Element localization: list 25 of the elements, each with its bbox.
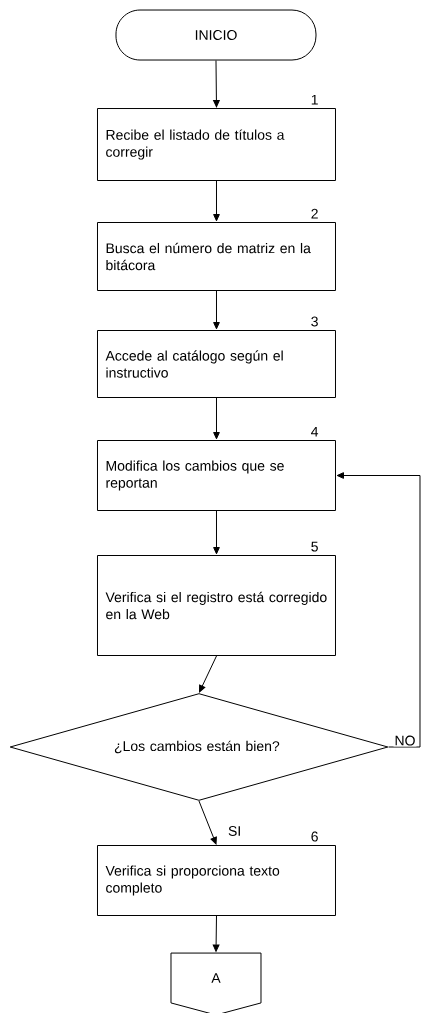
arrow	[213, 397, 220, 440]
step-number: 3	[311, 316, 318, 327]
step-number: 1	[311, 94, 318, 105]
arrow	[198, 800, 217, 845]
step-number: 6	[311, 831, 318, 842]
arrow	[213, 180, 220, 222]
process-box: Verifica si el registro está corregido en la Web	[97, 555, 336, 656]
edge-label: NO	[393, 734, 417, 747]
arrow	[212, 915, 220, 952]
arrow	[199, 655, 217, 693]
arrow	[213, 60, 220, 108]
process-box: Accede al catálogo según el instructivo	[97, 330, 336, 398]
process-box: Verifica si proporciona texto completo	[97, 845, 336, 916]
process-box: Busca el número de matriz en la bitácora	[97, 222, 336, 291]
arrow	[336, 472, 421, 748]
off-page-connector: A	[170, 952, 262, 1013]
start-terminal: INICIO	[115, 9, 317, 61]
arrow	[213, 290, 220, 330]
step-number: 2	[311, 208, 318, 219]
edge-label: SI	[227, 825, 243, 837]
step-number: 4	[311, 426, 319, 437]
arrow	[213, 510, 220, 555]
step-number: 5	[311, 541, 318, 552]
process-box: Modifica los cambios que se reportan	[97, 440, 336, 511]
process-box: Recibe el listado de títulos a corregir	[97, 108, 336, 181]
